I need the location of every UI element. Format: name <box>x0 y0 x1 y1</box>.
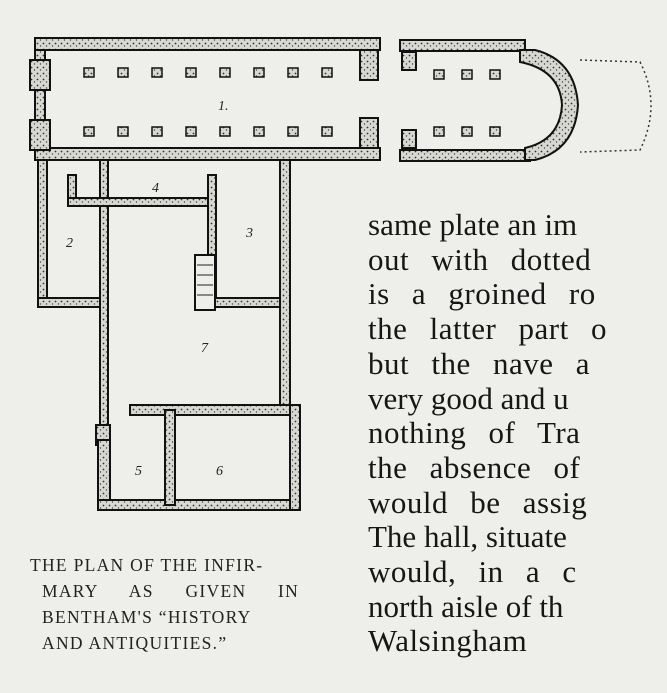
room-label-3: 3 <box>245 226 253 241</box>
text-line: nothing of Tra <box>368 415 581 451</box>
text-line: same plate an im <box>368 208 578 242</box>
text-line: is a groined ro <box>368 276 596 312</box>
room-label-2: 2 <box>66 236 73 251</box>
text-line: very good and u <box>368 380 569 416</box>
infirmary-floor-plan: 1. 2 3 4 5 6 7 <box>29 37 652 511</box>
caption-line: AND ANTIQUITIES.” <box>42 633 228 653</box>
room-label-4: 4 <box>152 181 159 196</box>
caption-line: THE PLAN OF THE INFIR- <box>30 555 264 575</box>
body-text-column: same plate an im out with dotted is a gr… <box>368 208 667 693</box>
plan-walls <box>29 37 580 511</box>
nave-pillars <box>83 67 501 137</box>
dotted-extension <box>579 59 652 153</box>
text-line: Walsingham <box>368 623 528 659</box>
room-label-5: 5 <box>135 464 142 479</box>
stair-treads <box>197 264 213 296</box>
room-label-6: 6 <box>216 464 223 479</box>
room-label-1: 1. <box>218 99 229 114</box>
caption-line: BENTHAM'S “HISTORY <box>42 607 252 627</box>
room-label-7: 7 <box>201 341 209 356</box>
text-line: but the nave a <box>368 345 591 381</box>
text-line: the absence of <box>368 449 581 485</box>
text-line: The hall, situate <box>368 519 567 555</box>
text-line: out with dotted <box>368 241 592 277</box>
text-line: would be assig <box>368 484 588 520</box>
text-line: north aisle of th <box>368 588 564 624</box>
figure-caption: THE PLAN OF THE INFIR- MARY AS GIVEN IN … <box>30 552 390 656</box>
caption-line: MARY AS GIVEN IN <box>42 581 300 601</box>
text-line: would, in a c <box>368 554 577 590</box>
text-line: the latter part o <box>368 311 607 347</box>
